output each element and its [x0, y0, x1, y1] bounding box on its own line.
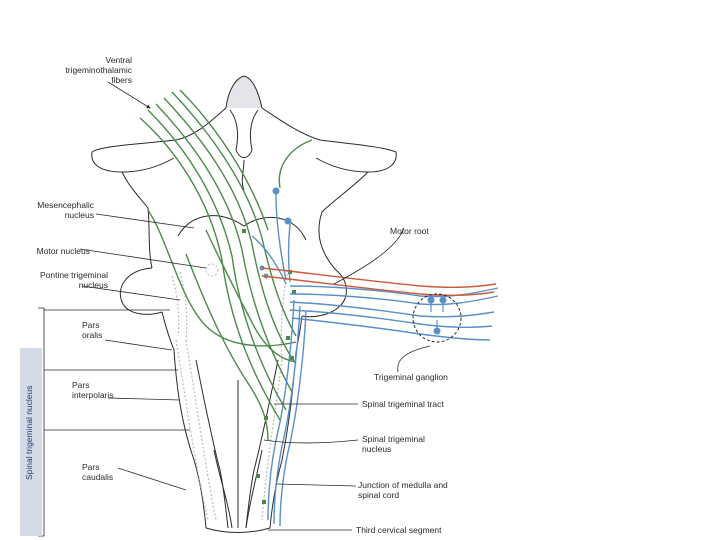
- ventral-trigeminothalamic-fibers: [139, 89, 313, 441]
- spinal-tract-label: Spinal trigeminal tract: [362, 399, 444, 409]
- motor-nucleus-marker: [205, 263, 219, 277]
- pars-caudalis-label: Pars caudalis: [82, 462, 114, 482]
- spinal-trigeminal-nucleus-label: Spinal trigeminal nucleus: [24, 385, 34, 481]
- leader-lines: [79, 81, 431, 531]
- sensory-terminals: [242, 229, 296, 504]
- trigeminal-ganglion: [412, 293, 462, 343]
- third-cervical-label: Third cervical segment: [356, 525, 442, 535]
- ventral-label: Ventral trigeminothalamic fibers: [65, 55, 132, 85]
- motor-root-fibers: [261, 267, 497, 297]
- pars-interpolaris-label: Pars interpolaris: [72, 380, 114, 400]
- motor-nucleus-label: Motor nucleus: [36, 246, 90, 256]
- mesencephalic-label: Mesencephalic nucleus: [37, 200, 94, 220]
- trigeminal-root-fibers: [251, 193, 499, 527]
- pars-oralis-label: Pars oralis: [82, 320, 103, 340]
- junction-label: Junction of medulla and spinal cord: [358, 480, 448, 500]
- ganglion-label: Trigeminal ganglion: [374, 372, 448, 382]
- spinal-nucleus-sidebar: [20, 348, 42, 536]
- spinal-nucleus-label: Spinal trigeminal nucleus: [362, 434, 425, 454]
- pontine-label: Pontine trigeminal nucleus: [39, 270, 108, 290]
- brainstem-outline: [91, 75, 397, 533]
- motor-root-label: Motor root: [390, 226, 429, 236]
- spinal-nucleus-bracket: [38, 307, 190, 537]
